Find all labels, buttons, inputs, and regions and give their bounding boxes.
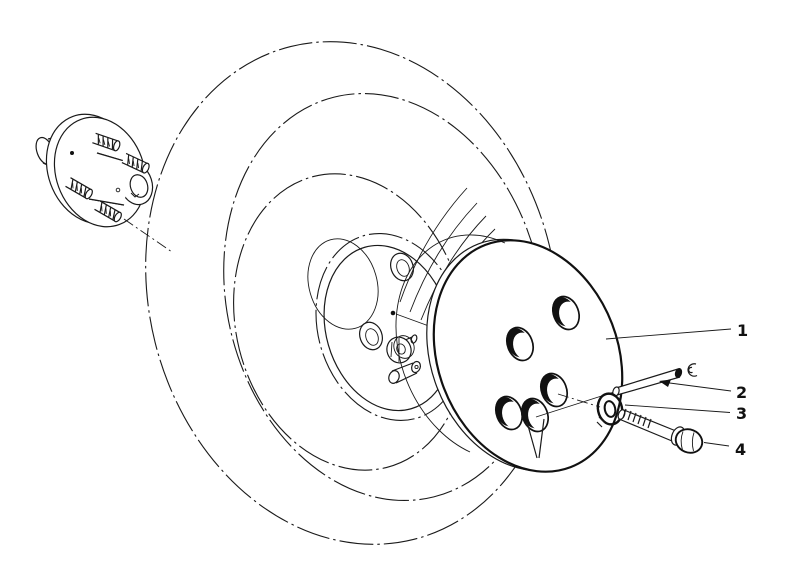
callout-number-1: 1 (737, 321, 748, 340)
callout-number-4: 4 (735, 440, 746, 459)
leader-line-2 (661, 381, 732, 392)
hex-bolt (617, 408, 704, 454)
cover-face-shoulder (395, 234, 506, 453)
hub-center-cylinder (88, 152, 154, 206)
leader-arrow-2 (659, 379, 671, 387)
bolt-threads (622, 408, 652, 429)
lock-washer (596, 392, 624, 430)
valve-stem (388, 360, 421, 384)
valve-notch (526, 418, 545, 459)
hub-axis-line (123, 218, 173, 253)
callout-number-2: 2 (736, 383, 747, 402)
pin (612, 363, 698, 397)
grease-hole (115, 187, 121, 193)
flange-hole (70, 151, 74, 155)
wheel-hub (35, 113, 173, 253)
leader-line-3 (624, 404, 731, 413)
leader-line-4 (703, 442, 730, 447)
stud-hole (359, 321, 383, 351)
bolt-head (670, 426, 704, 454)
center-mark (390, 310, 396, 316)
lug-nut (386, 334, 418, 364)
bolt-axis-line (557, 393, 601, 408)
callout-number-3: 3 (736, 404, 747, 423)
stud-hole (390, 252, 414, 282)
leader-line-1 (605, 328, 732, 340)
callouts: 1 2 3 4 (605, 321, 748, 459)
hub-bore-ring (307, 238, 379, 330)
keyway-notch (130, 192, 140, 198)
wheel-cover (395, 234, 624, 473)
tire-outer-sidewall (145, 41, 559, 545)
wheel-rim (307, 238, 453, 412)
pin-cap (687, 363, 698, 377)
